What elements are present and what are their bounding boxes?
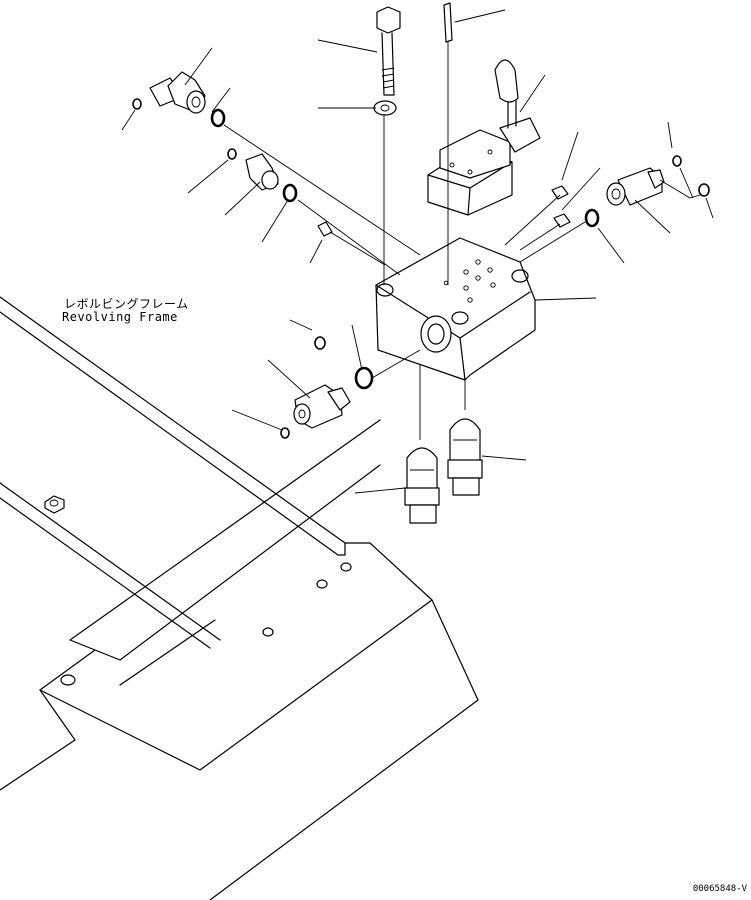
cartridge-right bbox=[447, 418, 483, 496]
valve-block bbox=[375, 237, 536, 381]
frame-label-en: Revolving Frame bbox=[62, 310, 178, 324]
elbow-fitting-lower bbox=[280, 336, 374, 439]
figure-id: 00065848-V bbox=[692, 884, 747, 894]
adapter-fitting bbox=[227, 148, 333, 237]
manual-valve bbox=[427, 59, 541, 216]
frame-label-jp: レボルビングフレーム bbox=[64, 297, 189, 311]
cartridge-left bbox=[404, 447, 440, 524]
leader-lines bbox=[121, 9, 714, 494]
pin bbox=[443, 2, 453, 43]
assembly-lines bbox=[223, 42, 701, 440]
bolt bbox=[373, 6, 401, 116]
revolving-frame bbox=[0, 296, 479, 900]
elbow-fitting-right bbox=[551, 155, 710, 228]
elbow-fitting-top bbox=[132, 71, 226, 128]
